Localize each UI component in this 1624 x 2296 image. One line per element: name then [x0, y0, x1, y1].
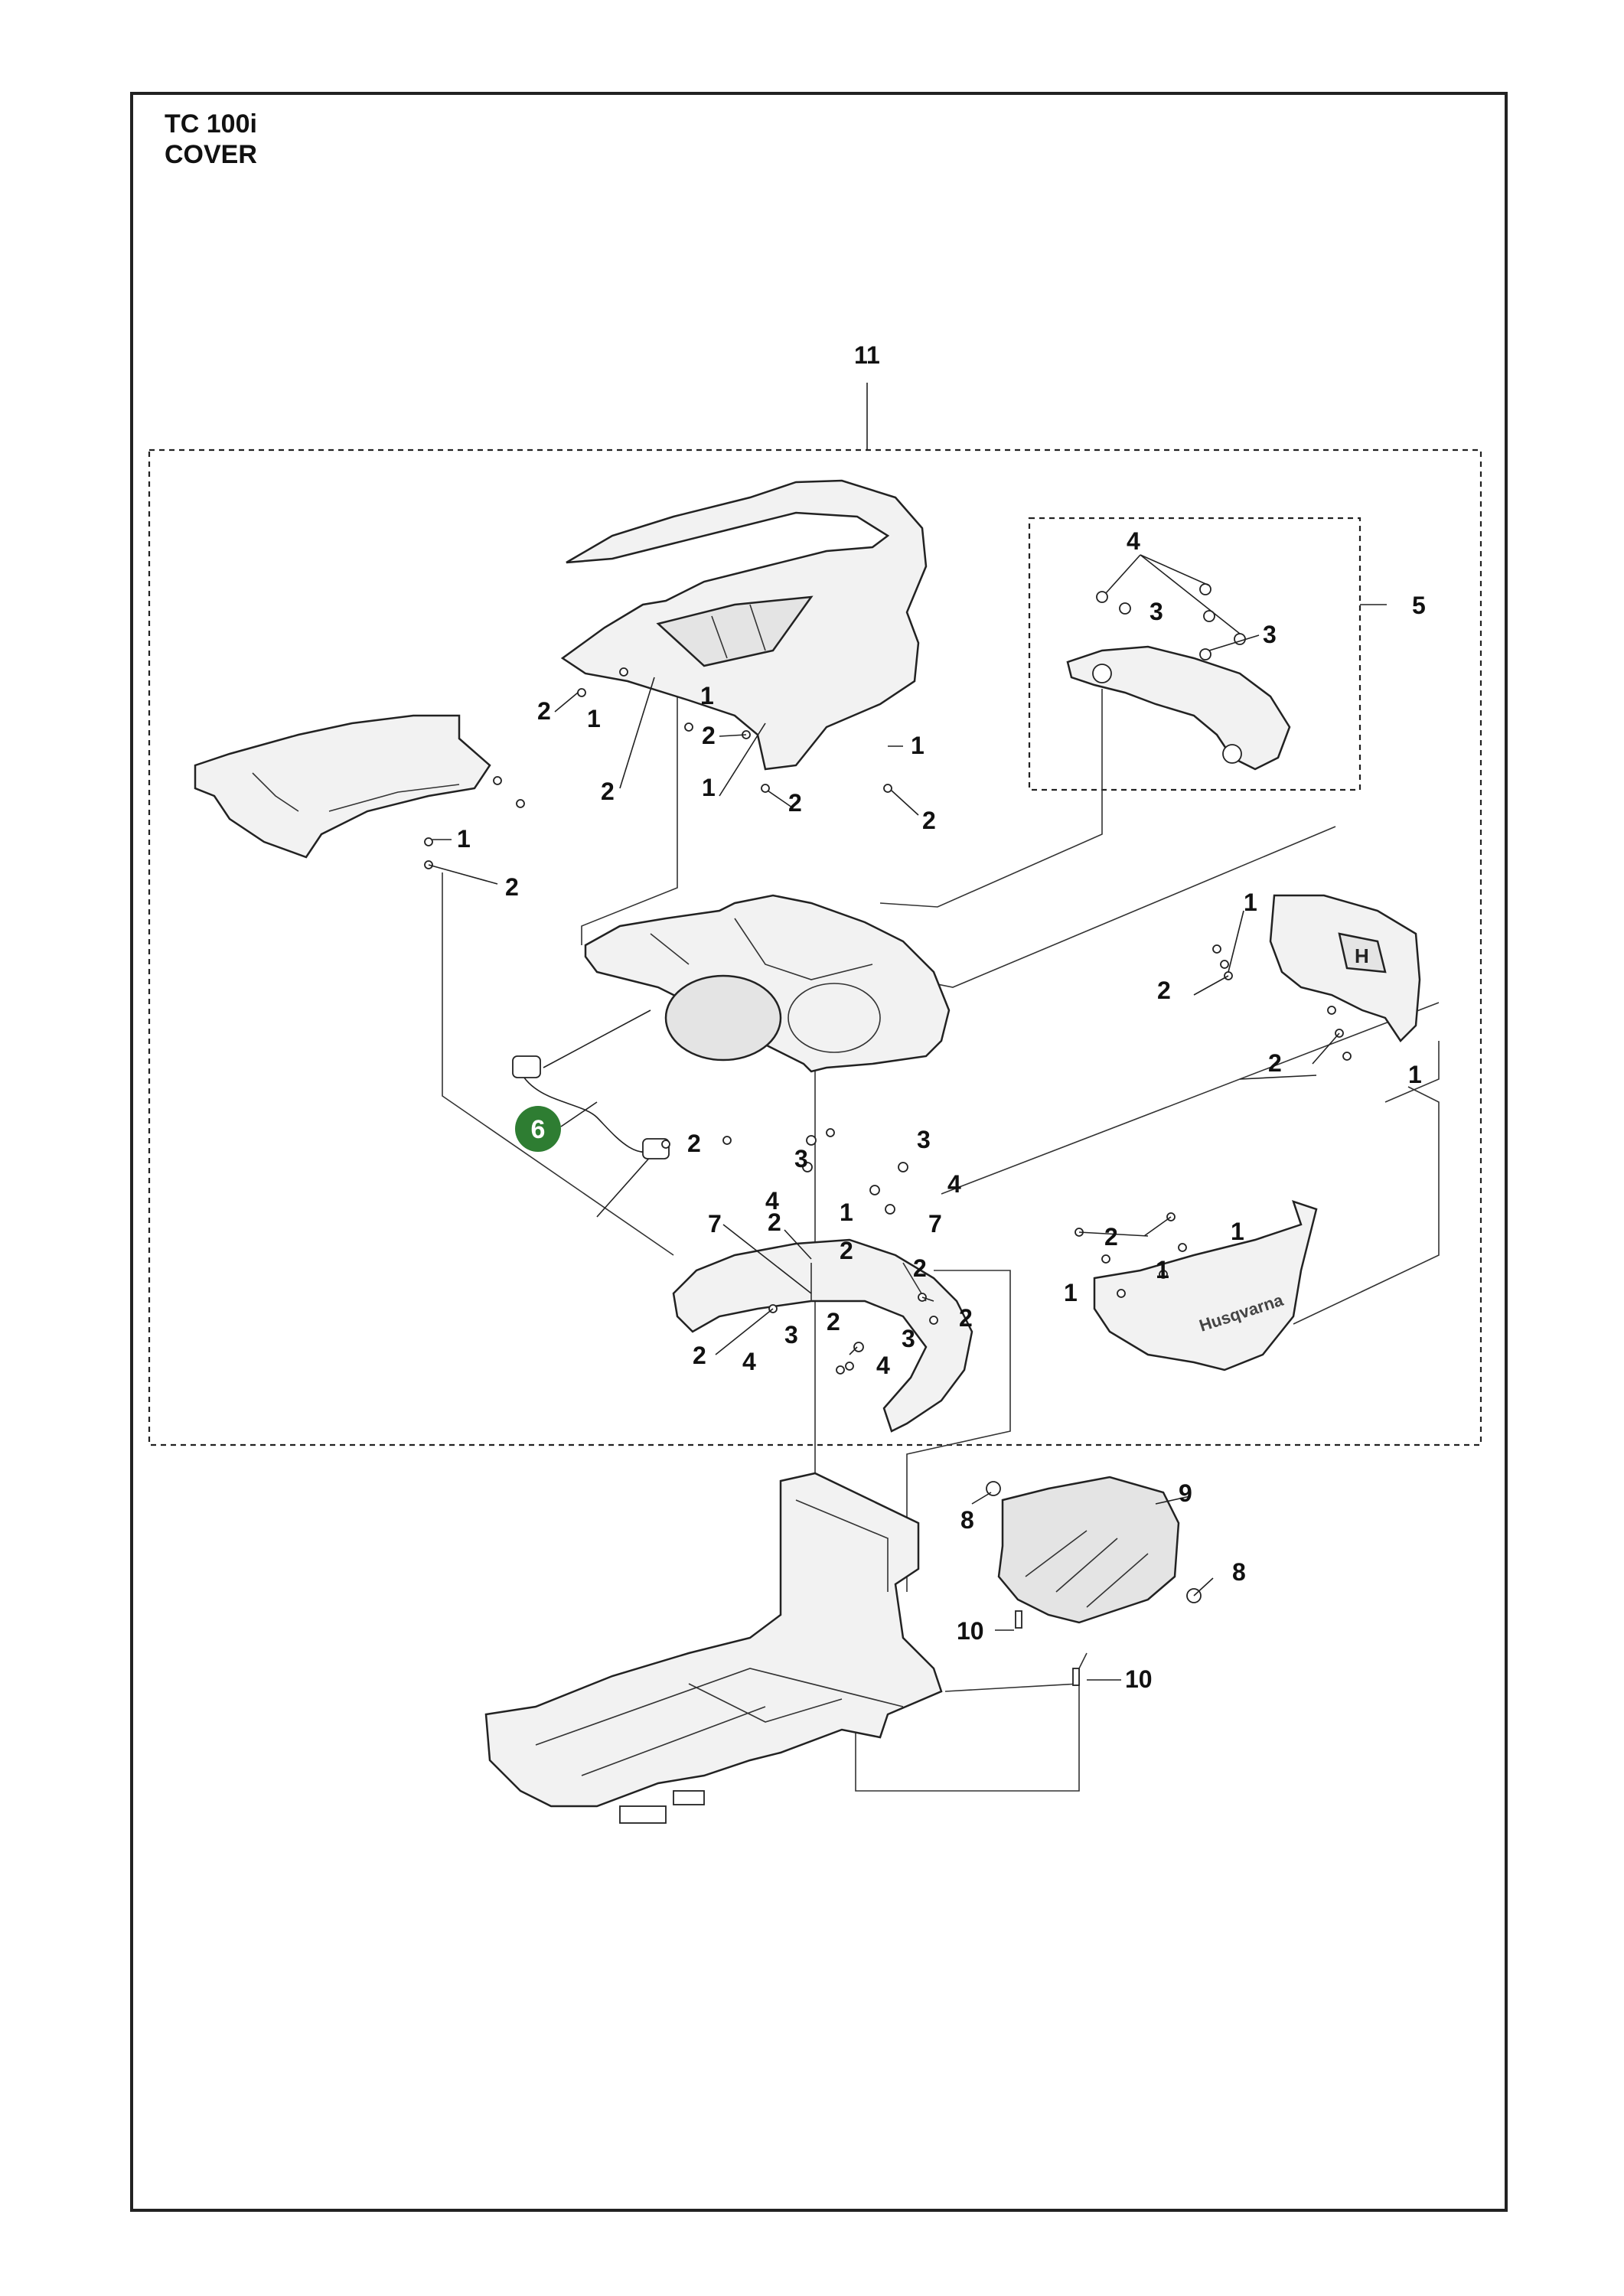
- callout-label: 2: [702, 722, 716, 749]
- callout-label: 1: [1231, 1218, 1244, 1245]
- model-title: TC 100i: [165, 109, 257, 139]
- callout-label: 1: [1064, 1279, 1078, 1306]
- callout-label: 2: [959, 1304, 973, 1332]
- callout-label: 4: [742, 1348, 756, 1375]
- callout-label: 2: [687, 1130, 701, 1157]
- callout-6-highlight: 6: [515, 1101, 598, 1152]
- callout-label: 2: [693, 1342, 706, 1369]
- callout-label: 3: [917, 1126, 931, 1153]
- callout-10a: 10: [957, 1617, 984, 1645]
- front-bumper: [672, 1238, 973, 1433]
- callout-label: 2: [840, 1237, 853, 1264]
- callout-label: 2: [788, 789, 802, 817]
- main-body-shell: [584, 894, 951, 1073]
- callout-label: 1: [700, 682, 714, 709]
- callout-label: 3: [1263, 621, 1277, 648]
- callout-label: 4: [765, 1187, 779, 1215]
- callout-label: 1: [587, 705, 601, 732]
- right-lower-panel: Husqvarna: [1093, 1200, 1318, 1371]
- callout-label: 2: [1268, 1049, 1282, 1077]
- assembly-5-box: [1028, 517, 1361, 791]
- rear-cover: [986, 1476, 1202, 1686]
- callout-7b: 7: [708, 1210, 722, 1238]
- svg-text:H: H: [1355, 944, 1369, 967]
- callout-8a: 8: [960, 1506, 974, 1534]
- callout-label: 1: [840, 1199, 853, 1226]
- callout-leaders: [428, 554, 1340, 1681]
- left-side-panel: [194, 714, 491, 859]
- callout-label: 1: [1244, 889, 1257, 916]
- callout-7a: 7: [928, 1210, 942, 1238]
- section-title: COVER: [165, 140, 257, 169]
- callout-label: 4: [947, 1170, 961, 1198]
- callout-label: 2: [505, 873, 519, 901]
- callout-label: 3: [794, 1145, 808, 1172]
- callout-label: 4: [1127, 527, 1140, 555]
- callout-label: 4: [876, 1352, 890, 1379]
- callout-label: 3: [902, 1325, 915, 1352]
- callout-label: 2: [827, 1308, 840, 1336]
- callout-label: 2: [601, 778, 615, 805]
- callout-6: 6: [531, 1115, 546, 1144]
- callout-label: 1: [457, 825, 471, 853]
- callout-label: 2: [1104, 1223, 1118, 1251]
- callout-9: 9: [1179, 1479, 1192, 1507]
- callout-8b: 8: [1232, 1558, 1246, 1586]
- chassis-frame: [484, 1472, 943, 1824]
- callout-label: 1: [911, 732, 925, 759]
- page-border: [130, 92, 1508, 2212]
- dash-console: [1066, 645, 1291, 771]
- callout-label: 2: [922, 807, 936, 834]
- callout-label: 1: [702, 774, 716, 801]
- callout-labels: 11 5 7 7 8 8 9 10 10 2 1 2 1 2 1 2 1 2 1…: [457, 341, 1426, 1693]
- callout-5: 5: [1412, 592, 1426, 619]
- top-hood: [560, 479, 928, 771]
- right-upper-panel: H: [1269, 894, 1421, 1042]
- callout-label: 1: [1408, 1061, 1422, 1088]
- callout-10b: 10: [1125, 1665, 1153, 1693]
- callout-11: 11: [854, 341, 880, 369]
- callout-label: 3: [784, 1321, 798, 1349]
- callout-label: 3: [1150, 598, 1163, 625]
- callout-label: 2: [768, 1208, 781, 1236]
- callout-label: 2: [913, 1254, 927, 1282]
- callout-label: 2: [1157, 977, 1171, 1004]
- callout-label: 1: [1156, 1256, 1169, 1283]
- callout-label: 2: [537, 697, 551, 725]
